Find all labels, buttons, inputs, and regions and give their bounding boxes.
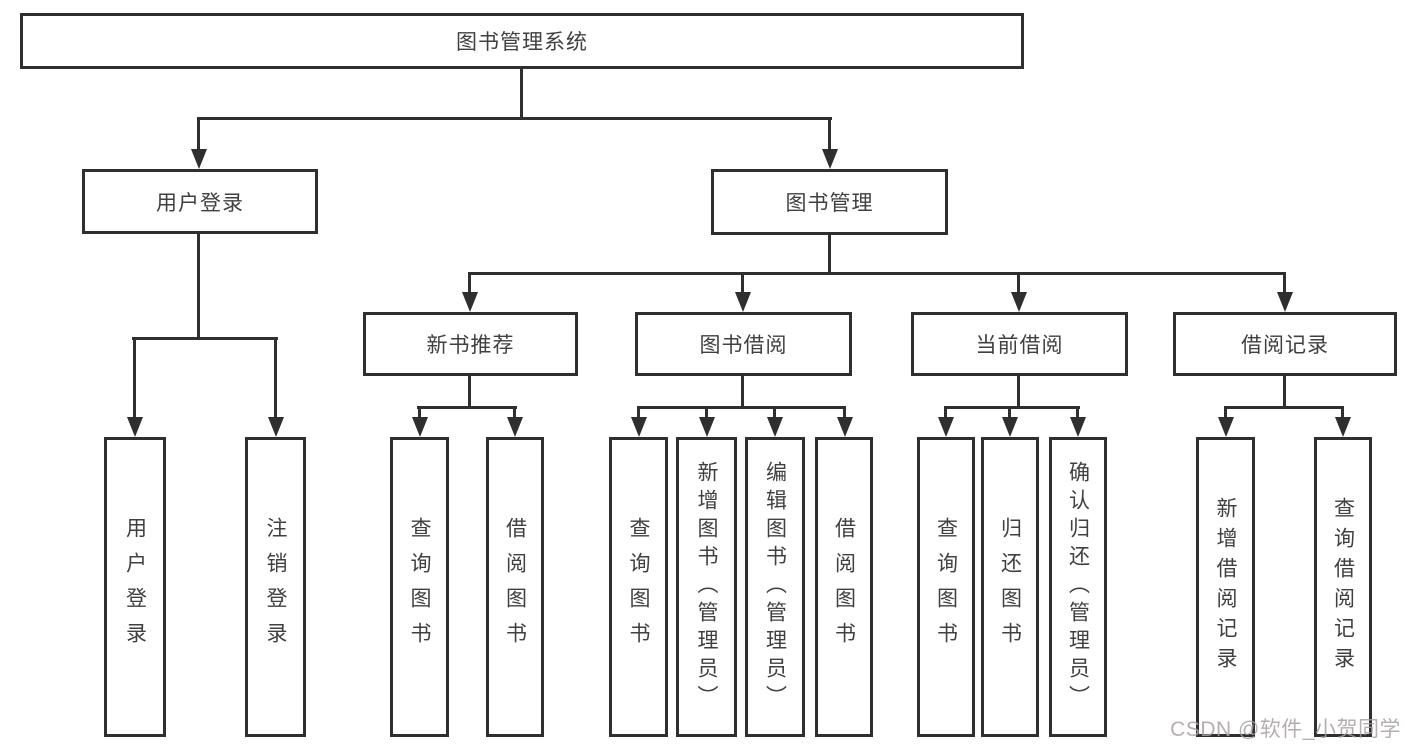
edge-leaf-stem xyxy=(944,406,947,419)
arrowhead-icon xyxy=(1277,292,1293,312)
node-leaf-edit-books-admin: 编辑图书（管理员） xyxy=(745,437,805,737)
node-label: 图书借阅 xyxy=(699,334,788,357)
edge-to-leaf-logout xyxy=(274,337,277,419)
node-label: 新增图书（管理员） xyxy=(695,461,718,713)
edge-to-records xyxy=(1283,272,1286,294)
node-leaf-logout: 注销登录 xyxy=(245,437,306,737)
node-label: 新增借阅记录 xyxy=(1214,497,1237,677)
arrowhead-icon xyxy=(735,292,751,312)
edge-records-rail xyxy=(1224,406,1344,409)
edge-book-mgmt-drop xyxy=(828,235,831,275)
arrowhead-icon xyxy=(1070,417,1086,437)
edge-leaf-stem xyxy=(1008,406,1011,419)
arrowhead-icon xyxy=(1011,292,1027,312)
node-leaf-return-books: 归还图书 xyxy=(981,437,1039,737)
arrowhead-icon xyxy=(938,417,954,437)
arrowhead-icon xyxy=(127,417,143,437)
edge-borrow-rail xyxy=(637,406,846,409)
node-current-borrow: 当前借阅 xyxy=(911,312,1128,376)
node-leaf-add-books-admin: 新增图书（管理员） xyxy=(676,437,737,737)
arrowhead-icon xyxy=(631,417,647,437)
node-leaf-query-books-1: 查询图书 xyxy=(390,437,449,737)
edge-leaf-stem xyxy=(1076,406,1079,419)
edge-to-current xyxy=(1017,272,1020,294)
node-new-book-recommend: 新书推荐 xyxy=(363,312,578,376)
edge-current-rail xyxy=(944,406,1080,409)
node-leaf-borrow-books-2: 借阅图书 xyxy=(815,437,873,737)
node-label: 注销登录 xyxy=(264,517,287,657)
edge-records-drop xyxy=(1283,375,1286,409)
node-label: 新书推荐 xyxy=(426,334,515,357)
node-leaf-query-books-3: 查询图书 xyxy=(917,437,975,737)
node-label: 查询图书 xyxy=(934,517,958,657)
node-label: 借阅图书 xyxy=(503,517,527,657)
edge-to-user-login xyxy=(197,117,200,151)
arrowhead-icon xyxy=(462,292,478,312)
node-label: 当前借阅 xyxy=(975,334,1064,357)
node-label: 借阅图书 xyxy=(832,517,856,657)
arrowhead-icon xyxy=(837,417,853,437)
edge-leaf-stem xyxy=(637,406,640,419)
node-leaf-query-borrow-record: 查询借阅记录 xyxy=(1314,437,1372,737)
node-label: 用户登录 xyxy=(156,191,244,215)
edge-to-leaf-user-login xyxy=(133,337,136,419)
node-label: 借阅记录 xyxy=(1241,334,1329,357)
node-label: 查询图书 xyxy=(627,517,650,657)
node-leaf-borrow-books-1: 借阅图书 xyxy=(486,437,544,737)
edge-leaf-stem xyxy=(773,406,776,419)
edge-to-new-books xyxy=(468,272,471,294)
edge-leaf-stem xyxy=(418,406,421,419)
edge-new-books-drop xyxy=(468,375,471,409)
edge-leaf-stem xyxy=(705,406,708,419)
edge-root-drop xyxy=(520,68,523,120)
arrowhead-icon xyxy=(822,149,838,169)
edge-level3-rail xyxy=(468,272,1286,275)
node-book-borrow: 图书借阅 xyxy=(635,312,852,376)
node-label: 查询借阅记录 xyxy=(1331,497,1355,677)
node-label: 确认归还（管理员） xyxy=(1066,461,1090,713)
edge-current-drop xyxy=(1017,375,1020,409)
edge-leaf-stem xyxy=(513,406,516,419)
arrowhead-icon xyxy=(507,417,523,437)
edge-to-book-mgmt xyxy=(828,117,831,151)
watermark: CSDN @软件_小贺同学 xyxy=(1170,718,1401,741)
node-label: 查询图书 xyxy=(408,517,431,657)
edge-user-login-rail xyxy=(132,337,278,340)
edge-user-login-drop xyxy=(197,233,200,340)
edge-leaf-stem xyxy=(843,406,846,419)
node-label: 归还图书 xyxy=(998,517,1022,657)
arrowhead-icon xyxy=(412,417,428,437)
node-label: 用户登录 xyxy=(123,517,147,657)
node-leaf-query-books-2: 查询图书 xyxy=(609,437,668,737)
edge-leaf-stem xyxy=(1224,406,1227,419)
edge-to-borrow xyxy=(741,272,744,294)
edge-new-books-rail xyxy=(417,406,517,409)
node-borrow-records: 借阅记录 xyxy=(1173,312,1397,376)
arrowhead-icon xyxy=(767,417,783,437)
node-label: 图书管理 xyxy=(785,192,874,215)
node-book-management: 图书管理 xyxy=(711,169,948,235)
arrowhead-icon xyxy=(699,417,715,437)
arrowhead-icon xyxy=(268,417,284,437)
node-leaf-confirm-return-admin: 确认归还（管理员） xyxy=(1049,437,1107,737)
arrowhead-icon xyxy=(1218,417,1234,437)
edge-borrow-drop xyxy=(741,375,744,409)
node-label: 编辑图书（管理员） xyxy=(763,461,787,713)
node-label: 图书管理系统 xyxy=(456,31,588,54)
arrowhead-icon xyxy=(1335,417,1351,437)
node-leaf-user-login: 用户登录 xyxy=(104,437,166,737)
edge-level1-rail xyxy=(197,117,832,120)
arrowhead-icon xyxy=(191,149,207,169)
node-root: 图书管理系统 xyxy=(20,13,1024,69)
node-user-login: 用户登录 xyxy=(82,169,318,234)
arrowhead-icon xyxy=(1002,417,1018,437)
edge-leaf-stem xyxy=(1341,406,1344,419)
node-leaf-add-borrow-record: 新增借阅记录 xyxy=(1196,437,1255,737)
